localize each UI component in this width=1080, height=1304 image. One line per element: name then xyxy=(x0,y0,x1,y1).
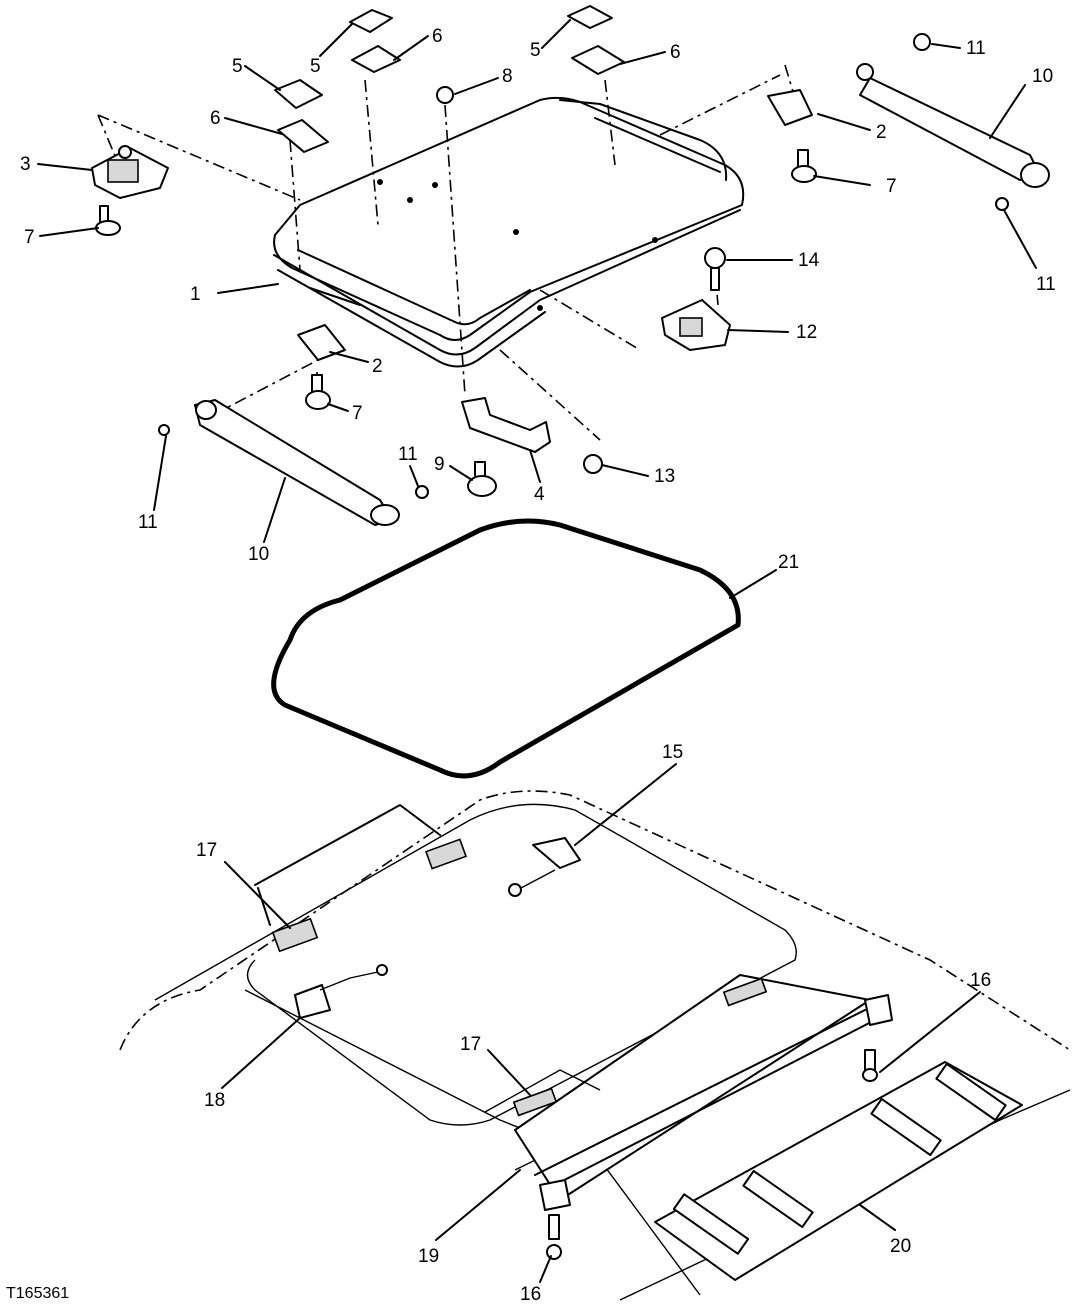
figure-code: T165361 xyxy=(6,1285,69,1302)
callout-5-center: 5 xyxy=(310,56,321,77)
gas-strut-10-right xyxy=(856,63,1050,188)
hinge-2-left xyxy=(297,324,346,361)
callout-2-right: 2 xyxy=(876,122,887,143)
callout-14: 14 xyxy=(798,250,820,271)
nut-13 xyxy=(583,454,603,474)
roof-window-frame xyxy=(273,96,745,368)
callout-13: 13 xyxy=(654,466,675,487)
callout-17-lower: 17 xyxy=(460,1034,481,1055)
hinge-2-right xyxy=(767,89,813,126)
callout-10-left: 10 xyxy=(248,544,269,565)
callout-16-right: 16 xyxy=(970,970,991,991)
knob-14 xyxy=(704,247,726,291)
bolt-7-right xyxy=(791,149,817,183)
bolt-7-left xyxy=(95,205,121,236)
callout-5-right: 5 xyxy=(530,40,541,61)
pad-6-left-lower xyxy=(277,119,329,153)
callout-11-center: 11 xyxy=(398,444,418,465)
clip-11-left xyxy=(158,424,170,436)
callout-5-left: 5 xyxy=(232,56,243,77)
screw-16-right xyxy=(862,1049,878,1082)
latch-12 xyxy=(661,299,731,351)
pad-5-left xyxy=(274,79,323,109)
callout-17-upper: 17 xyxy=(196,840,217,861)
callout-1: 1 xyxy=(190,284,201,305)
latch-bracket-3 xyxy=(91,145,169,199)
callout-7-left: 7 xyxy=(24,227,35,248)
callout-3: 3 xyxy=(20,154,31,175)
clip-11-right xyxy=(995,197,1009,211)
clip-11-center xyxy=(415,485,429,499)
callout-7-lower: 7 xyxy=(352,403,363,424)
trim-17-pair xyxy=(254,804,468,953)
cab-roof xyxy=(119,790,1071,1301)
callout-12: 12 xyxy=(796,322,817,343)
callout-6-center: 6 xyxy=(432,26,443,47)
clip-11-top-right xyxy=(913,33,931,51)
handle-4 xyxy=(461,397,551,453)
callout-19: 19 xyxy=(418,1246,439,1267)
knob-8 xyxy=(436,86,454,104)
callout-21: 21 xyxy=(778,552,799,573)
clip-15 xyxy=(508,837,581,897)
callout-6-left: 6 xyxy=(210,108,221,129)
callout-9: 9 xyxy=(434,454,445,475)
panel-20 xyxy=(654,1061,1023,1281)
callout-labels: 1 2 2 3 4 5 5 5 6 6 6 7 7 7 8 9 10 10 11… xyxy=(20,26,1056,1304)
callout-4: 4 xyxy=(534,484,545,505)
clip-18 xyxy=(294,964,388,1019)
callout-11-right: 11 xyxy=(1036,274,1056,295)
bolt-9 xyxy=(467,461,497,497)
bolt-7-lower xyxy=(305,374,331,410)
leader-lines xyxy=(37,19,1037,1283)
assembly-lines xyxy=(97,64,801,441)
pad-6-top-right xyxy=(571,45,625,75)
callout-11-top-right: 11 xyxy=(966,38,986,59)
callout-18: 18 xyxy=(204,1090,225,1111)
callout-20: 20 xyxy=(890,1236,911,1257)
screw-16-bottom xyxy=(546,1214,562,1260)
callout-16-bottom: 16 xyxy=(520,1284,541,1304)
callout-15: 15 xyxy=(662,742,683,763)
callout-10-right: 10 xyxy=(1032,66,1053,87)
sunshade-19 xyxy=(484,974,893,1211)
window-seal-21 xyxy=(271,518,741,779)
callout-7-right: 7 xyxy=(886,176,897,197)
gas-strut-10-left xyxy=(194,399,400,526)
pad-5-top-right xyxy=(567,5,613,29)
callout-6-right: 6 xyxy=(670,42,681,63)
pad-5-top-center xyxy=(349,9,393,33)
pad-6-top-center xyxy=(351,45,401,73)
callout-8: 8 xyxy=(502,66,513,87)
callout-11-left: 11 xyxy=(138,512,158,533)
callout-2-left: 2 xyxy=(372,356,383,377)
